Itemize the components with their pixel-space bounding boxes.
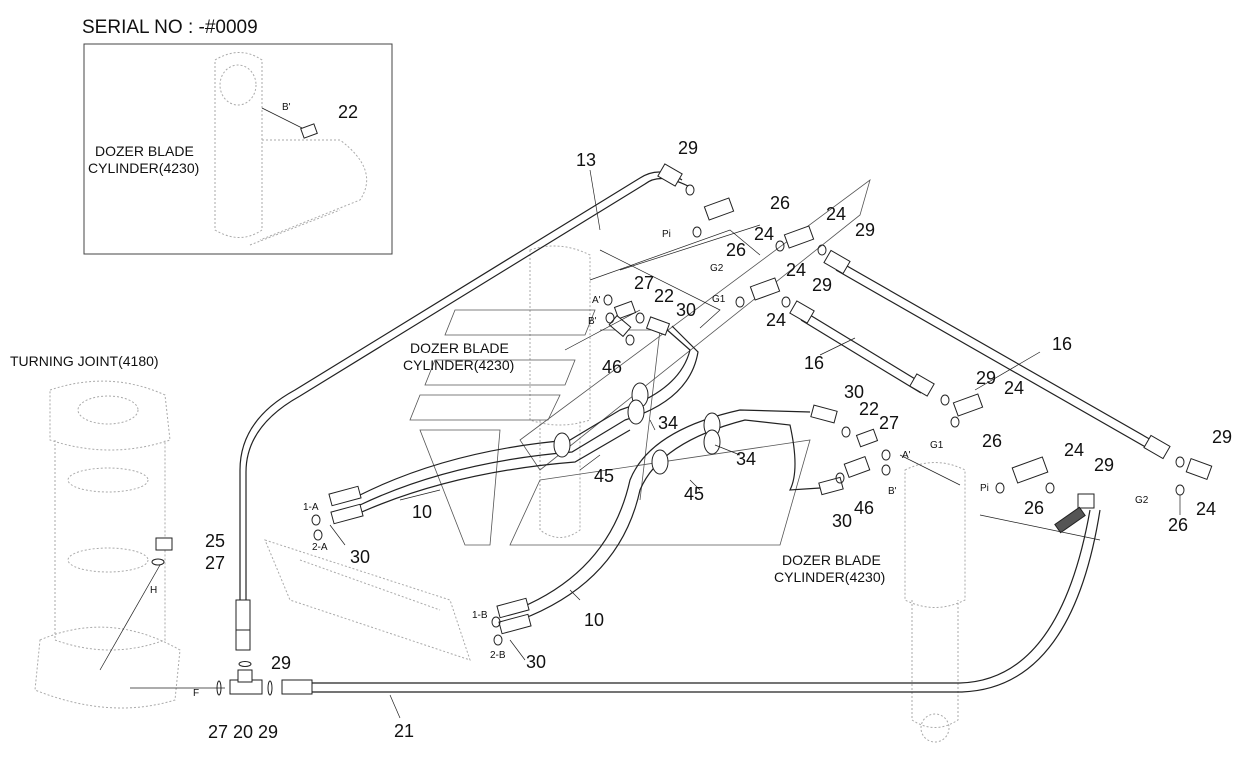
part-27: 27	[205, 553, 225, 573]
leader-lines	[99, 169, 1181, 719]
part-29: 29	[1212, 427, 1232, 447]
inset-part-number: 22	[338, 102, 358, 122]
cyl-center-label-1: DOZER BLADE	[410, 340, 509, 356]
part-24: 24	[786, 260, 806, 280]
port-a-top: A'	[592, 295, 601, 306]
part-45: 45	[684, 484, 704, 504]
port-1b: 1-B	[472, 610, 488, 621]
port-g1-top: G1	[712, 294, 726, 305]
port-g2-top: G2	[710, 263, 724, 274]
port-labels: Pi G2 G1 A' B' A' B' G1 Pi G2 1-A 2-A 1-…	[150, 229, 1149, 699]
part-29: 29	[976, 368, 996, 388]
part-29: 29	[678, 138, 698, 158]
part-10: 10	[412, 502, 432, 522]
part-10: 10	[584, 610, 604, 630]
cyl-right-label-2: CYLINDER(4230)	[774, 569, 885, 585]
part-29: 29	[271, 653, 291, 673]
part-26: 26	[1168, 515, 1188, 535]
part-30: 30	[350, 547, 370, 567]
part-22: 22	[654, 286, 674, 306]
serial-inset: SERIAL NO : -#0009 B' 22 DOZER BLADE CYL…	[82, 17, 393, 255]
inset-port-label: B'	[282, 102, 291, 113]
port-f: F	[193, 688, 199, 699]
part-30: 30	[676, 300, 696, 320]
port-g1-right: G1	[930, 440, 944, 451]
part-27: 27	[208, 722, 228, 742]
elbow-fittings	[155, 197, 1213, 551]
part-20: 20	[233, 722, 253, 742]
inset-fitting	[300, 123, 318, 139]
blade-logo-ghost	[409, 178, 871, 546]
port-h: H	[150, 585, 157, 596]
o-rings	[151, 184, 1185, 646]
part-21: 21	[394, 721, 414, 741]
turning-joint: TURNING JOINT(4180)	[10, 353, 181, 709]
hose-21	[281, 493, 1101, 695]
part-16: 16	[804, 353, 824, 373]
center-cylinder-ghost	[264, 245, 591, 661]
part-24: 24	[1196, 499, 1216, 519]
part-24: 24	[1064, 440, 1084, 460]
inset-label-line2: CYLINDER(4230)	[88, 160, 199, 176]
hose-16-long	[823, 249, 1171, 460]
part-34: 34	[736, 449, 756, 469]
part-34: 34	[658, 413, 678, 433]
part-24: 24	[754, 224, 774, 244]
part-46: 46	[602, 357, 622, 377]
part-22: 22	[859, 399, 879, 419]
inset-frame	[83, 43, 393, 255]
part-13: 13	[576, 150, 596, 170]
part-24: 24	[826, 204, 846, 224]
part-46: 46	[854, 498, 874, 518]
part-45: 45	[594, 466, 614, 486]
hose-13	[235, 163, 689, 651]
port-2b: 2-B	[490, 650, 506, 661]
port-a-right: A'	[902, 450, 911, 461]
part-26: 26	[726, 240, 746, 260]
part-24: 24	[766, 310, 786, 330]
part-30: 30	[526, 652, 546, 672]
port-2a: 2-A	[312, 542, 328, 553]
tee-fitting-20	[130, 661, 273, 696]
part-26: 26	[982, 431, 1002, 451]
part-24: 24	[1004, 378, 1024, 398]
port-pi-top: Pi	[662, 229, 671, 240]
part-16: 16	[1052, 334, 1072, 354]
part-25: 25	[205, 531, 225, 551]
part-30: 30	[832, 511, 852, 531]
cyl-center-label-2: CYLINDER(4230)	[403, 357, 514, 373]
part-27: 27	[634, 273, 654, 293]
part-29: 29	[855, 220, 875, 240]
port-b-right: B'	[888, 486, 897, 497]
port-g2-right: G2	[1135, 495, 1149, 506]
part-27: 27	[879, 413, 899, 433]
part-29: 29	[812, 275, 832, 295]
part-29: 29	[1094, 455, 1114, 475]
inset-leader	[261, 107, 303, 129]
inset-label-line1: DOZER BLADE	[95, 143, 194, 159]
hose-10-lower	[496, 404, 844, 635]
serial-number: SERIAL NO : -#0009	[82, 17, 258, 38]
part-26: 26	[770, 193, 790, 213]
part-numbers: 13 29 24 26 26 24 29 27 22 30 24 29 24 4…	[205, 138, 1232, 742]
hose-16-short	[789, 300, 935, 397]
component-labels: DOZER BLADE CYLINDER(4230) DOZER BLADE C…	[403, 340, 885, 585]
turning-joint-label: TURNING JOINT(4180)	[10, 353, 159, 369]
cyl-right-label-1: DOZER BLADE	[782, 552, 881, 568]
port-1a: 1-A	[303, 502, 319, 513]
part-29: 29	[258, 722, 278, 742]
part-26: 26	[1024, 498, 1044, 518]
port-pi-right: Pi	[980, 483, 989, 494]
clamps	[553, 382, 721, 475]
port-b-top: B'	[588, 316, 597, 327]
part-30: 30	[844, 382, 864, 402]
inset-cylinder-ghost	[214, 52, 368, 246]
right-cylinder-ghost	[904, 462, 966, 743]
